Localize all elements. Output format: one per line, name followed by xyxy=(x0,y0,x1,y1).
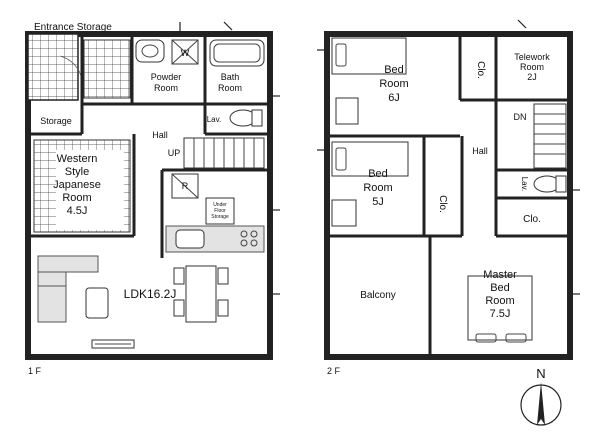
label-bed5-3: 5J xyxy=(372,196,384,208)
label-master-2: Bed xyxy=(490,282,510,294)
label-lav-2f: Lav. xyxy=(520,177,529,192)
bed-master xyxy=(467,275,533,341)
compass-needle-icon xyxy=(537,382,545,425)
label-bed6-2: Room xyxy=(379,78,408,90)
label-underfloor-2: Floor xyxy=(214,208,226,214)
floor-1-exterior-wall xyxy=(25,31,273,360)
stairs-1f xyxy=(183,137,265,169)
desk-5j xyxy=(331,199,357,227)
label-underfloor-3: Storage xyxy=(211,214,229,220)
label-underfloor-1: Under xyxy=(213,202,227,208)
label-western-2: Style xyxy=(65,166,89,178)
stairs-2f xyxy=(533,103,567,169)
compass-north-label: N xyxy=(536,366,545,381)
label-bed5-2: Room xyxy=(363,182,392,194)
label-dn: DN xyxy=(514,112,527,122)
label-washer: W xyxy=(181,48,190,58)
floor-2-exterior-wall xyxy=(324,31,573,360)
label-storage: Storage xyxy=(40,116,72,126)
label-hall-1f: Hall xyxy=(152,130,168,140)
underfloor-storage-box xyxy=(205,197,235,225)
label-western-1: Western xyxy=(57,153,98,165)
label-bed6-3: 6J xyxy=(388,92,400,104)
label-hall-2f: Hall xyxy=(472,146,488,156)
label-powder-room-2: Room xyxy=(154,83,178,93)
bath-tub xyxy=(209,39,265,67)
label-clo-1: Clo. xyxy=(475,61,486,79)
label-master-3: Room xyxy=(485,295,514,307)
label-entrance-storage: Entrance Storage xyxy=(34,22,112,33)
label-clo-2: Clo. xyxy=(437,195,448,213)
desk-6j xyxy=(335,97,359,125)
floor-1-plan xyxy=(25,21,280,360)
label-western-4: Room xyxy=(62,192,91,204)
label-ldk: LDK16.2J xyxy=(124,287,177,301)
caption-floor-1: 1 F xyxy=(28,366,42,376)
label-western-3: Japanese xyxy=(53,179,101,191)
label-bed5-1: Bed xyxy=(368,168,388,180)
label-up: UP xyxy=(168,148,181,158)
label-lav-1f: Lav. xyxy=(207,115,222,124)
label-refrigerator: R xyxy=(182,181,189,191)
dining-table xyxy=(185,265,217,323)
compass: N xyxy=(520,366,562,426)
floor-2-plan xyxy=(317,19,580,360)
entrance-storage-area xyxy=(83,39,131,99)
label-master-1: Master xyxy=(483,269,517,281)
label-powder-room-1: Powder xyxy=(151,72,182,82)
label-balcony: Balcony xyxy=(360,290,396,301)
label-telework-1: Telework xyxy=(514,52,550,62)
label-telework-3: 2J xyxy=(527,72,537,82)
powder-sink xyxy=(135,39,165,63)
caption-floor-2: 2 F xyxy=(327,366,341,376)
label-bed6-1: Bed xyxy=(384,64,404,76)
label-clo-3: Clo. xyxy=(523,214,541,225)
label-master-4: 7.5J xyxy=(490,308,511,320)
label-bath-room-1: Bath xyxy=(221,72,240,82)
label-bath-room-2: Room xyxy=(218,83,242,93)
entrance-floor xyxy=(27,33,79,101)
label-telework-2: Room xyxy=(520,62,544,72)
sofa-back xyxy=(37,255,99,273)
label-western-5: 4.5J xyxy=(67,205,88,217)
coffee-table xyxy=(85,287,109,319)
